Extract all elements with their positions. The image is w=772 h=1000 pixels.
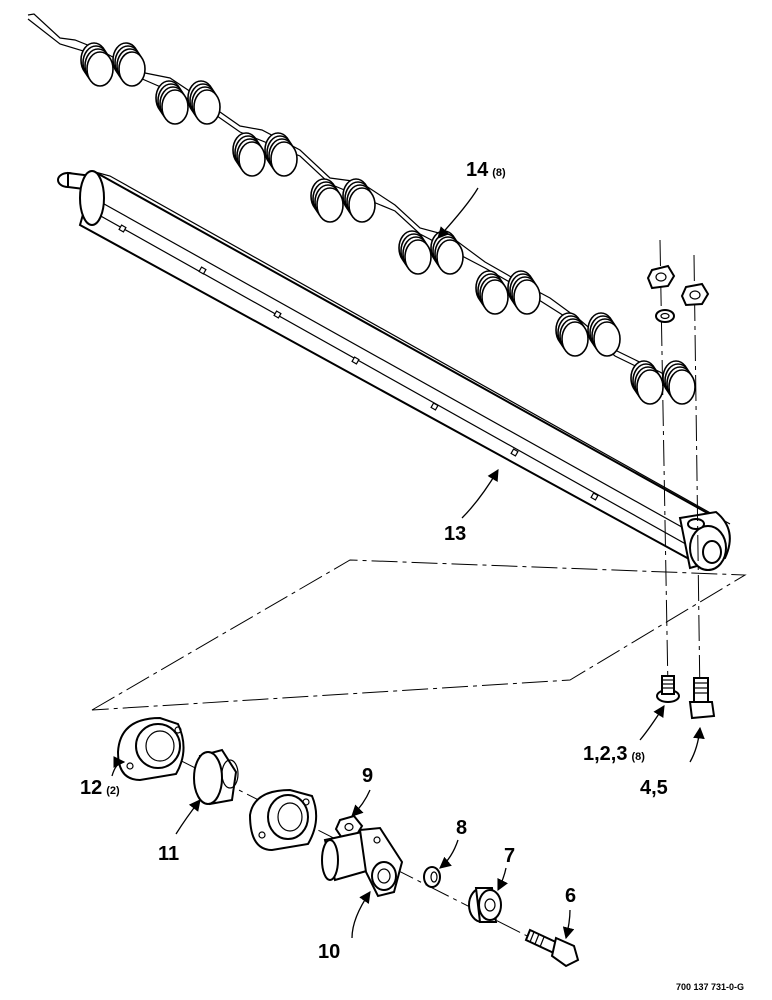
coil-tine	[398, 230, 464, 275]
coil-tine	[80, 42, 146, 87]
callout-4-5: 4,5	[640, 777, 668, 799]
coil-tine	[310, 178, 376, 223]
callout-9: 9	[362, 765, 373, 787]
coil-tine	[630, 360, 696, 405]
callout-13: 13	[444, 523, 466, 545]
mounting-plane	[91, 559, 747, 711]
roller-bearing	[468, 887, 502, 923]
callout-labels: 14(8) 13 1,2,3(8) 4,5 6 7 8 9 10 11 12(2…	[80, 159, 744, 992]
carriage-bolt	[656, 675, 680, 703]
callout-7: 7	[504, 845, 515, 867]
tube-hole	[430, 402, 439, 411]
coil-tine	[555, 312, 621, 357]
bearing-flange	[116, 716, 185, 782]
tube-hole	[118, 224, 127, 233]
callout-14: 14(8)	[466, 159, 506, 181]
figure-code: 700 137 731-0-G	[676, 982, 744, 992]
hex-nut-right	[680, 282, 710, 307]
washer-left	[655, 309, 675, 323]
tube-hole	[273, 310, 282, 319]
cap-screw	[688, 677, 716, 720]
callout-12: 12(2)	[80, 777, 120, 799]
coil-tine	[155, 80, 221, 125]
coil-tine-assembly	[27, 13, 696, 405]
crank-arm	[321, 826, 404, 898]
tube-hole	[198, 266, 207, 275]
callout-11: 11	[158, 843, 179, 865]
tube-hole	[510, 448, 519, 457]
callout-10: 10	[318, 941, 340, 963]
leader-lines	[111, 187, 705, 940]
bearing	[193, 748, 239, 806]
coil-tine	[232, 132, 298, 177]
callout-6: 6	[565, 885, 576, 907]
spacer-washer	[423, 866, 441, 888]
tube-hole	[351, 356, 360, 365]
tube-hole	[590, 492, 599, 501]
bearing-flange-inner	[248, 788, 318, 852]
callout-1-2-3: 1,2,3(8)	[583, 743, 645, 765]
hex-nut-left	[646, 264, 676, 290]
rotor-tube	[57, 170, 731, 571]
hex-bolt	[524, 928, 580, 968]
coil-tine	[475, 270, 541, 315]
callout-8: 8	[456, 817, 467, 839]
